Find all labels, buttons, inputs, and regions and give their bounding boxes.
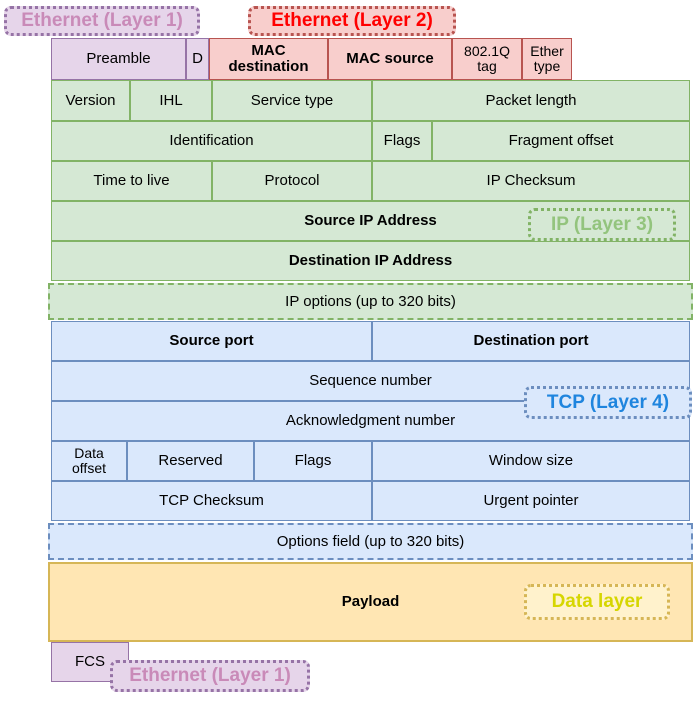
field-ip-time-to-live: Time to live: [51, 161, 212, 201]
field-ip-ihl: IHL: [130, 80, 212, 121]
badge-ethernet-layer1-bottom: Ethernet (Layer 1): [110, 660, 310, 692]
field-ether-type: Ether type: [522, 38, 572, 80]
field-tcp-data-offset: Data offset: [51, 441, 127, 481]
field-8021q-tag: 802.1Q tag: [452, 38, 522, 80]
field-ip-packet-length: Packet length: [372, 80, 690, 121]
field-tcp-window-size: Window size: [372, 441, 690, 481]
field-ip-service-type: Service type: [212, 80, 372, 121]
field-tcp-acknowledgment-number: Acknowledgment number: [51, 401, 690, 441]
field-ip-checksum: IP Checksum: [372, 161, 690, 201]
field-preamble: Preamble: [51, 38, 186, 80]
field-tcp-destination-port: Destination port: [372, 321, 690, 361]
field-tcp-checksum: TCP Checksum: [51, 481, 372, 521]
badge-tcp-layer4: TCP (Layer 4): [524, 386, 692, 419]
field-mac-destination: MAC destination: [209, 38, 328, 80]
badge-data-layer: Data layer: [524, 584, 670, 620]
field-tcp-urgent-pointer: Urgent pointer: [372, 481, 690, 521]
field-ip-protocol: Protocol: [212, 161, 372, 201]
badge-ip-layer3: IP (Layer 3): [528, 208, 676, 241]
field-ip-flags: Flags: [372, 121, 432, 161]
badge-ethernet-layer2: Ethernet (Layer 2): [248, 6, 456, 36]
field-tcp-reserved: Reserved: [127, 441, 254, 481]
field-ip-version: Version: [51, 80, 130, 121]
field-tcp-options: Options field (up to 320 bits): [48, 523, 693, 560]
field-tcp-source-port: Source port: [51, 321, 372, 361]
badge-ethernet-layer1-top: Ethernet (Layer 1): [4, 6, 200, 36]
field-tcp-flags: Flags: [254, 441, 372, 481]
field-sfd-delimiter: D: [186, 38, 209, 80]
field-ip-fragment-offset: Fragment offset: [432, 121, 690, 161]
field-mac-source: MAC source: [328, 38, 452, 80]
field-ip-options: IP options (up to 320 bits): [48, 283, 693, 320]
field-destination-ip-address: Destination IP Address: [51, 241, 690, 281]
field-ip-identification: Identification: [51, 121, 372, 161]
